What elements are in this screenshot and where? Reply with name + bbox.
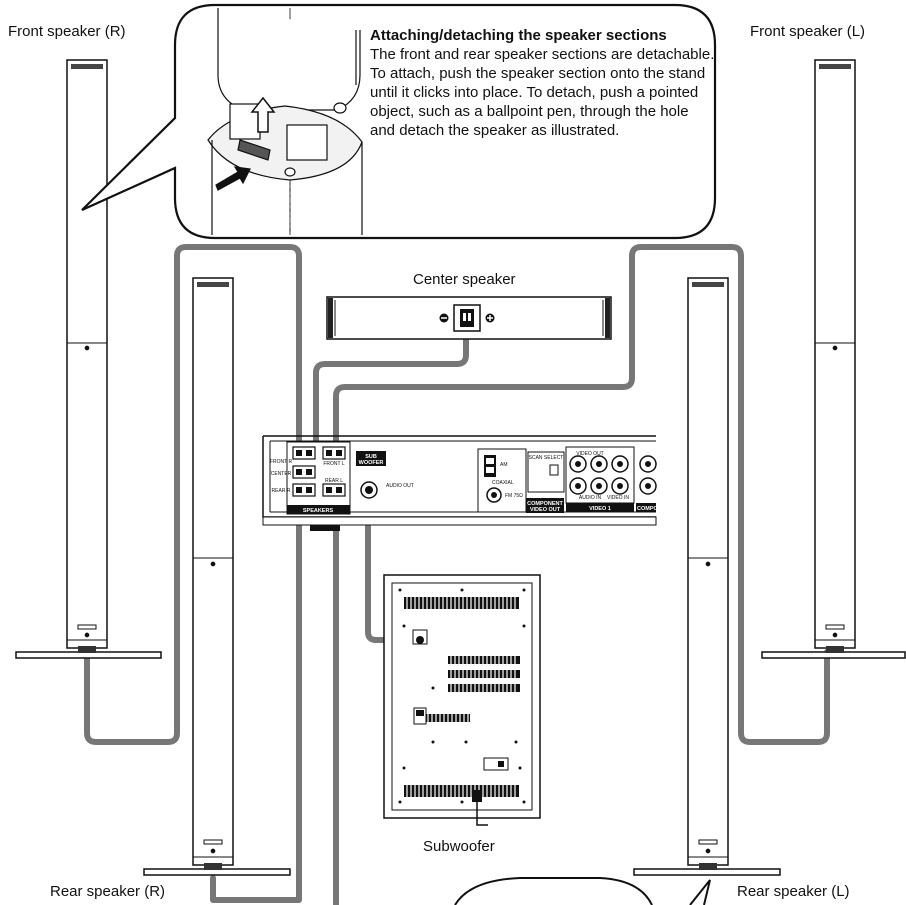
video1-label: VIDEO 1 [589,506,611,512]
rear-speaker-l [633,277,781,876]
sub-label-1: SUB [365,454,377,460]
callout-illustration [207,8,363,235]
front-l-label: FRONT L [323,461,345,467]
video-in-label: VIDEO IN [607,495,629,501]
front-r-label: FRONT R [270,459,293,465]
callout-title: Attaching/detaching the speaker sections [370,27,667,44]
cable-rear-r [210,495,302,903]
compo-label: COMPO [637,506,659,512]
callout-body: The front and rear speaker sections are … [370,46,715,139]
subwoofer-unit [383,574,541,826]
front-speaker-r [15,59,162,659]
cable-front-r [84,244,302,745]
cable-front-l [333,244,830,745]
receiver-rear-panel: SPEAKERS FRONT R CENTER REAR R FRONT L R… [262,435,659,531]
bottom-callout-bubble [454,877,653,905]
callout-bubble [81,3,717,240]
center-speaker [326,296,612,340]
subwoofer-label: Subwoofer [423,838,495,855]
callout-text: Attaching/detaching the speaker sections… [370,26,715,140]
component-label: COMPONENT [527,501,563,507]
fm-label: FM 75Ω [505,493,523,499]
cable-center [313,327,469,456]
cable-subwoofer [365,487,419,643]
scan-select-label: SCAN SELECT [529,455,564,461]
front-speaker-l [761,59,906,659]
sub-label-2: WOOFER [359,460,384,466]
bottom-callout-pointer [689,879,711,905]
rear-l-label: REAR L [325,478,343,484]
center-speaker-label: Center speaker [413,271,516,288]
front-speaker-l-label: Front speaker (L) [750,23,866,40]
front-speaker-r-label: Front speaker (R) [8,23,126,40]
video-out-comp-label: VIDEO OUT [530,507,561,513]
speakers-label: SPEAKERS [303,508,334,514]
audio-in-label: AUDIO IN [579,495,602,501]
center-terminal-label: CENTER [271,471,292,477]
rear-speaker-l-label: Rear speaker (L) [737,883,850,900]
am-label: AM [500,462,508,468]
video-out-label: VIDEO OUT [576,451,604,457]
audio-out-label: AUDIO OUT [386,483,414,489]
rear-speaker-r-label: Rear speaker (R) [50,883,166,900]
rear-speaker-r [143,277,291,876]
coaxial-label: COAXIAL [492,480,514,486]
rear-r-label: REAR R [272,488,291,494]
